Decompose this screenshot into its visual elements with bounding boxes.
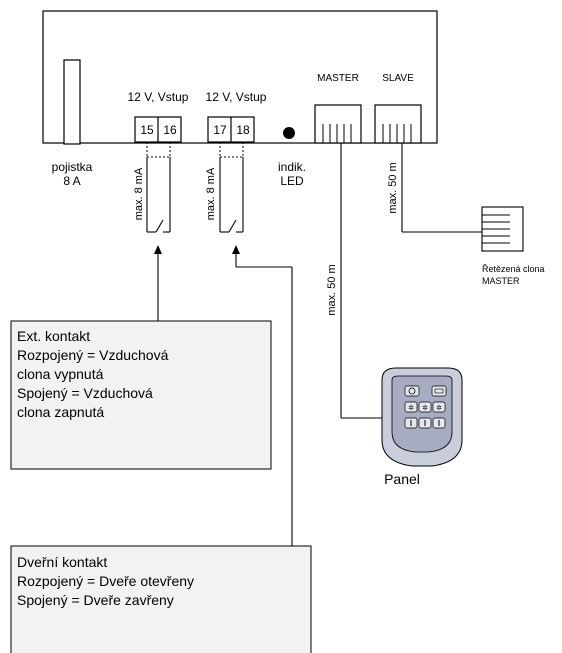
max-current-b: max. 8 mA xyxy=(205,167,217,220)
terminal-18: 18 xyxy=(236,123,250,137)
terminal-15: 15 xyxy=(140,123,154,137)
door-contact-arrow xyxy=(232,245,240,254)
slave-cable xyxy=(401,143,482,233)
fan-low-button-icon xyxy=(404,401,418,413)
panel-label: Panel xyxy=(384,471,420,487)
led-label-line1: indik. xyxy=(278,160,306,174)
max-length-slave: max. 50 m xyxy=(387,162,399,213)
ext-contact-open-cont: clona vypnutá xyxy=(17,366,104,382)
ext-contact-note xyxy=(10,320,272,470)
ext-contact-wiring xyxy=(146,142,171,321)
master-label: MASTER xyxy=(317,73,359,84)
svg-text:✲: ✲ xyxy=(408,404,414,412)
ext-contact-closed: Spojený = Vzduchová xyxy=(17,385,153,401)
terminal-17: 17 xyxy=(213,123,227,137)
chained-unit-label-line2: MASTER xyxy=(482,276,520,286)
power-button-icon xyxy=(404,385,420,397)
svg-text:✲: ✲ xyxy=(422,404,428,412)
led-indicator xyxy=(283,127,295,139)
door-contact-note xyxy=(10,545,312,653)
max-current-a: max. 8 mA xyxy=(133,167,145,220)
master-connector xyxy=(314,104,362,144)
terminal-16: 16 xyxy=(163,123,177,137)
ext-contact-arrow xyxy=(154,245,162,254)
ext-contact-closed-cont: clona zapnutá xyxy=(17,404,105,420)
fuse-label-line1: pojistka xyxy=(52,160,93,174)
slave-label: SLAVE xyxy=(382,73,414,84)
door-contact-open: Rozpojený = Dveře otevřeny xyxy=(17,573,195,589)
timer-button-icon xyxy=(431,385,447,397)
fuse-label-line2: 8 A xyxy=(63,174,80,188)
fuse-symbol xyxy=(63,59,81,145)
panel-device: ✲ ✲ ✲ xyxy=(381,367,463,467)
door-contact-closed: Spojený = Dveře zavřeny xyxy=(17,592,174,608)
ext-contact-title: Ext. kontakt xyxy=(17,328,91,344)
fan-mid-button-icon xyxy=(418,401,432,413)
door-contact-wiring xyxy=(219,142,293,546)
slave-connector xyxy=(374,104,422,144)
door-contact-title: Dveřní kontakt xyxy=(17,554,108,570)
ext-contact-open: Rozpojený = Vzduchová xyxy=(17,347,169,363)
led-label-line2: LED xyxy=(280,174,304,188)
max-length-panel: max. 50 m xyxy=(326,264,338,315)
input-a-label: 12 V, Vstup xyxy=(128,90,189,104)
svg-text:✲: ✲ xyxy=(436,404,442,412)
ext-contact-text: Ext. kontakt Rozpojený = Vzduchová clona… xyxy=(17,327,168,422)
input-b-label: 12 V, Vstup xyxy=(206,90,267,104)
panel-cable xyxy=(340,143,382,419)
door-contact-text: Dveřní kontakt Rozpojený = Dveře otevřen… xyxy=(17,553,194,610)
fan-high-button-icon xyxy=(432,401,446,413)
chained-unit-label-line1: Řetězená clona xyxy=(482,264,545,274)
